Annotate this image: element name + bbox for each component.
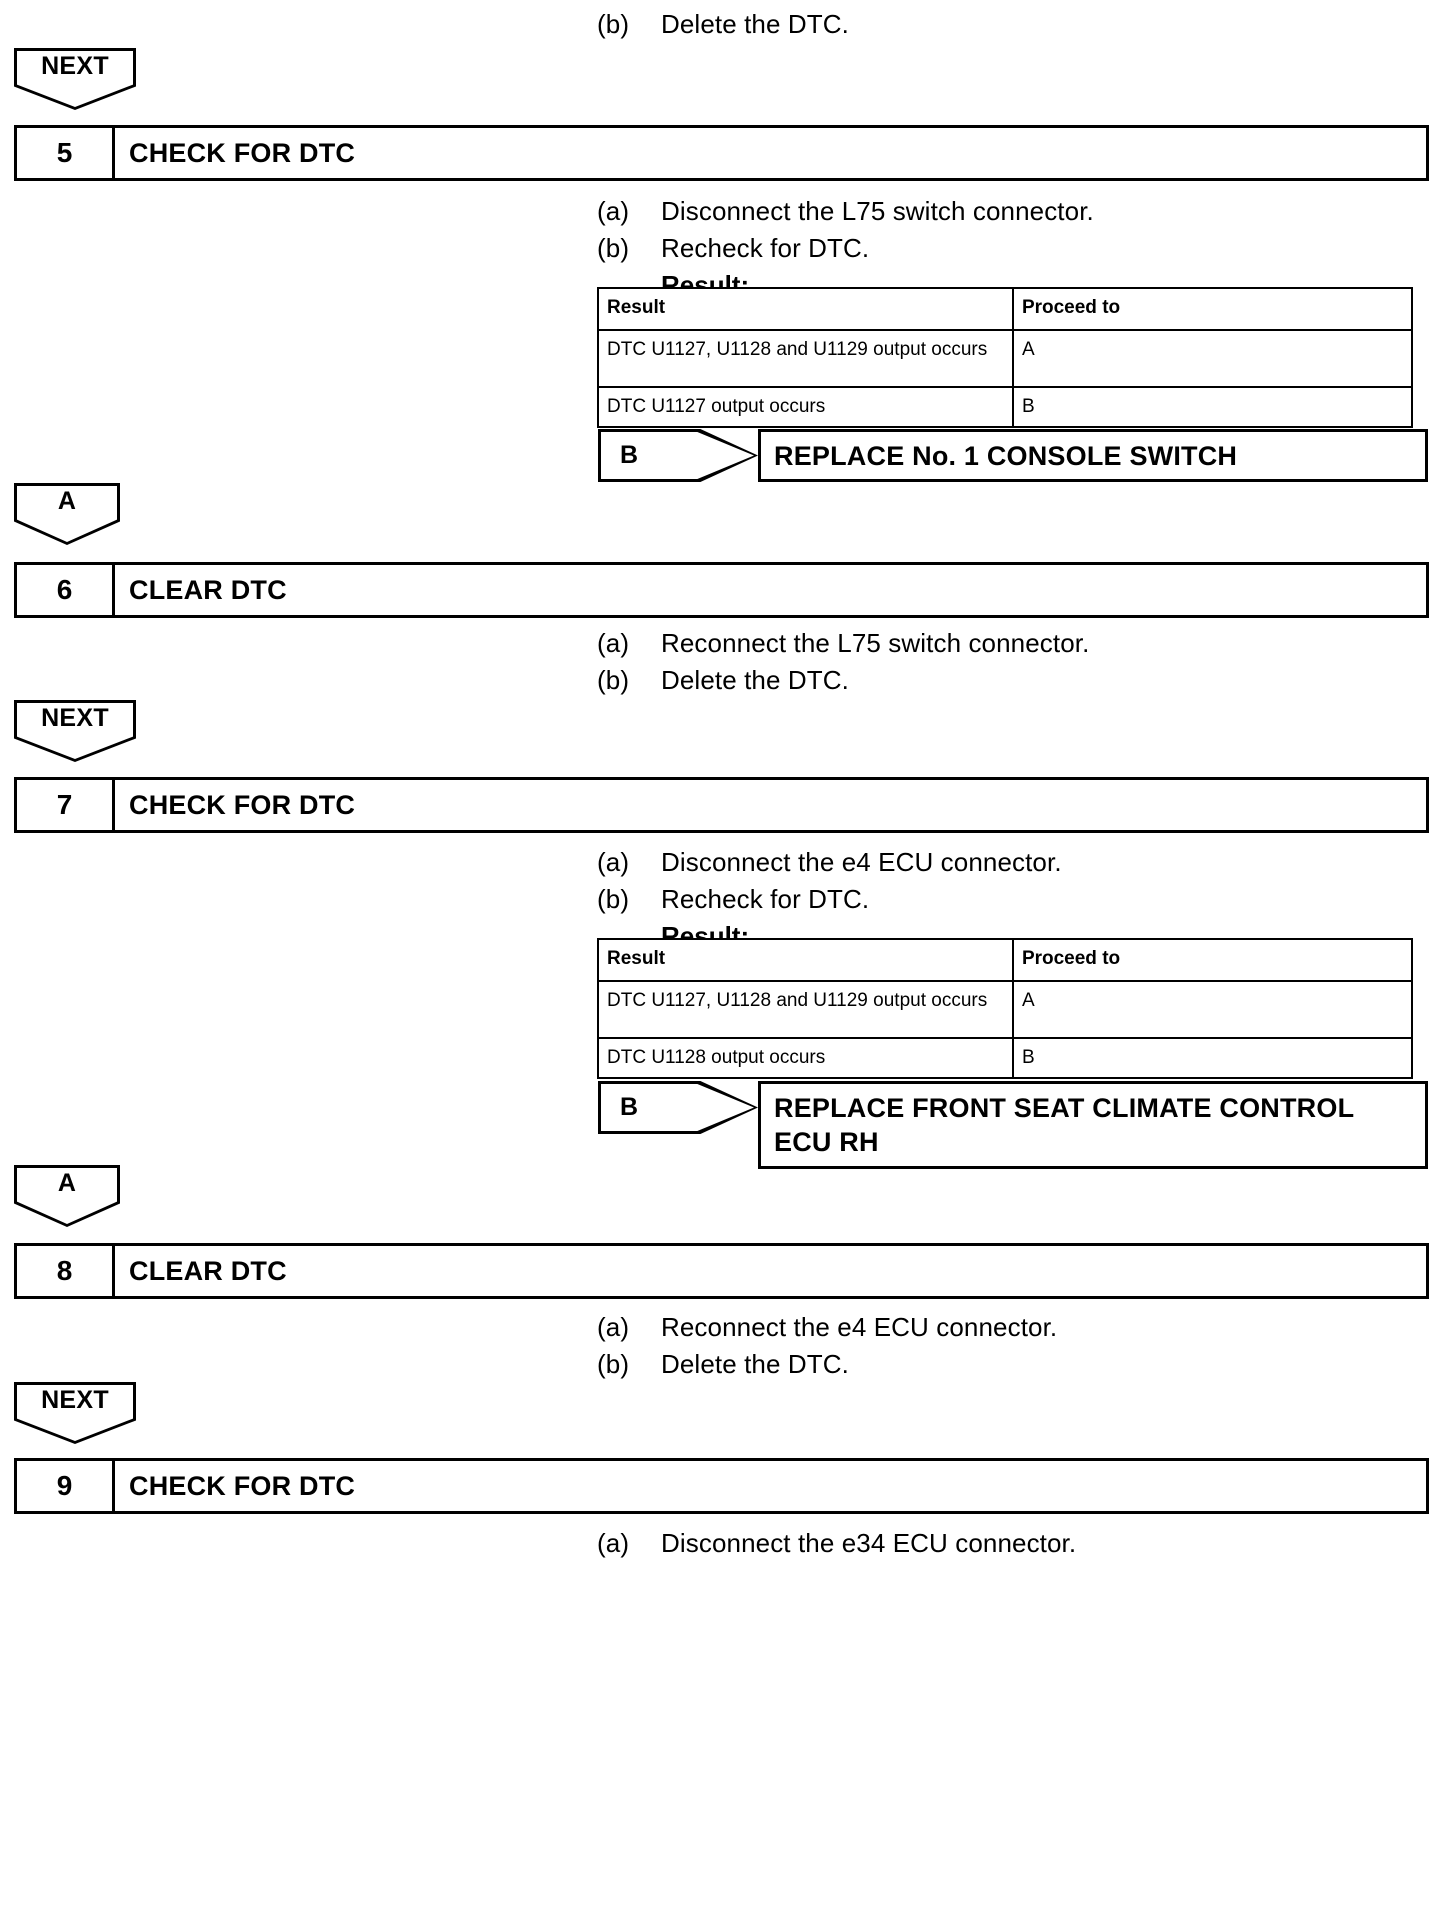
connector-label: A [57,1169,77,1197]
step-number: 5 [17,128,115,178]
branch-label: B [620,441,639,469]
step-9-instructions: (a) Disconnect the e34 ECU connector. [597,1525,1427,1562]
table-header-row: Result Proceed to [597,938,1414,982]
replace-action-box: REPLACE FRONT SEAT CLIMATE CONTROL ECU R… [758,1081,1428,1169]
connector-next: NEXT [14,48,136,110]
connector-label: A [57,487,77,515]
instruction-text: Recheck for DTC. [661,233,870,263]
instruction-text: Reconnect the e4 ECU connector. [661,1312,1058,1342]
step-number: 6 [17,565,115,615]
step-title: CHECK FOR DTC [129,789,356,820]
step-5-instructions: (a) Disconnect the L75 switch connector.… [597,193,1427,303]
instruction-marker: (a) [597,1312,630,1342]
replace-action-box: REPLACE No. 1 CONSOLE SWITCH [758,429,1428,482]
step-title: CLEAR DTC [129,1255,287,1286]
step-bar-8: 8 CLEAR DTC [14,1243,1429,1299]
connector-next-2: NEXT [14,700,136,762]
cell-proceed-to: A [1011,329,1414,388]
step-8-instructions: (a) Reconnect the e4 ECU connector. (b) … [597,1309,1427,1383]
connector-label: NEXT [41,1386,109,1414]
replace-action-text-line1: REPLACE FRONT SEAT CLIMATE CONTROL [774,1093,1355,1123]
instruction-row: (a) Disconnect the e34 ECU connector. [597,1525,1427,1562]
top-instruction-block: (b) Delete the DTC. [597,6,1427,43]
instruction-row: (a) Disconnect the L75 switch connector. [597,193,1427,230]
column-header-result: Result [597,287,1014,331]
connector-label: NEXT [41,704,109,732]
step-6-instructions: (a) Reconnect the L75 switch connector. … [597,625,1427,699]
instruction-marker: (b) [597,665,630,695]
instruction-text: Delete the DTC. [661,9,849,39]
instruction-row: (a) Disconnect the e4 ECU connector. [597,844,1427,881]
instruction-marker: (b) [597,884,630,914]
connector-next-3: NEXT [14,1382,136,1444]
step-bar-6: 6 CLEAR DTC [14,562,1429,618]
step-bar-5: 5 CHECK FOR DTC [14,125,1429,181]
instruction-marker: (b) [597,9,630,39]
cell-result: DTC U1127, U1128 and U1129 output occurs [597,980,1014,1039]
cell-result: DTC U1127 output occurs [597,386,1014,428]
instruction-text: Disconnect the e4 ECU connector. [661,847,1062,877]
step-bar-7: 7 CHECK FOR DTC [14,777,1429,833]
replace-action-text: REPLACE No. 1 CONSOLE SWITCH [774,440,1238,471]
instruction-text: Delete the DTC. [661,1349,849,1379]
branch-arrow-icon: B [598,1081,758,1134]
instruction-text: Delete the DTC. [661,665,849,695]
cell-proceed-to: A [1011,980,1414,1039]
cell-proceed-to: B [1011,1037,1414,1079]
cell-proceed-to: B [1011,386,1414,428]
step-title: CHECK FOR DTC [129,1470,356,1501]
instruction-marker: (a) [597,1528,630,1558]
step-number: 7 [17,780,115,830]
step-number: 8 [17,1246,115,1296]
instruction-marker: (b) [597,1349,630,1379]
step-bar-9: 9 CHECK FOR DTC [14,1458,1429,1514]
instruction-marker: (b) [597,233,630,263]
instruction-text: Recheck for DTC. [661,884,870,914]
step-7-instructions: (a) Disconnect the e4 ECU connector. (b)… [597,844,1427,954]
column-header-result: Result [597,938,1014,982]
table-row: DTC U1127 output occurs B [597,386,1414,428]
instruction-marker: (a) [597,628,630,658]
replace-action-text-line2: ECU RH [774,1127,879,1157]
instruction-row: (a) Reconnect the L75 switch connector. [597,625,1427,662]
branch-label: B [620,1093,639,1121]
connector-label: NEXT [41,52,109,80]
table-row: DTC U1128 output occurs B [597,1037,1414,1079]
cell-result: DTC U1127, U1128 and U1129 output occurs [597,329,1014,388]
instruction-row: (b) Delete the DTC. [597,6,1427,43]
result-table-step-7: Result Proceed to DTC U1127, U1128 and U… [597,938,1414,1079]
result-table-step-5: Result Proceed to DTC U1127, U1128 and U… [597,287,1414,428]
step-title: CLEAR DTC [129,574,287,605]
branch-b-step-7: B REPLACE FRONT SEAT CLIMATE CONTROL ECU… [598,1081,1428,1169]
step-number: 9 [17,1461,115,1511]
table-header-row: Result Proceed to [597,287,1414,331]
branch-arrow-icon: B [598,429,758,482]
instruction-text: Disconnect the e34 ECU connector. [661,1528,1077,1558]
table-row: DTC U1127, U1128 and U1129 output occurs… [597,329,1414,388]
branch-b-step-5: B REPLACE No. 1 CONSOLE SWITCH [598,429,1428,482]
table-row: DTC U1127, U1128 and U1129 output occurs… [597,980,1414,1039]
instruction-text: Reconnect the L75 switch connector. [661,628,1090,658]
step-title: CHECK FOR DTC [129,137,356,168]
instruction-row: (b) Delete the DTC. [597,662,1427,699]
instruction-row: (b) Recheck for DTC. [597,230,1427,267]
instruction-row: (b) Delete the DTC. [597,1346,1427,1383]
instruction-text: Disconnect the L75 switch connector. [661,196,1094,226]
instruction-row: (a) Reconnect the e4 ECU connector. [597,1309,1427,1346]
instruction-marker: (a) [597,196,630,226]
instruction-row: (b) Recheck for DTC. [597,881,1427,918]
column-header-proceed-to: Proceed to [1011,938,1414,982]
cell-result: DTC U1128 output occurs [597,1037,1014,1079]
column-header-proceed-to: Proceed to [1011,287,1414,331]
instruction-marker: (a) [597,847,630,877]
connector-a-1: A [14,483,120,545]
connector-a-2: A [14,1165,120,1227]
